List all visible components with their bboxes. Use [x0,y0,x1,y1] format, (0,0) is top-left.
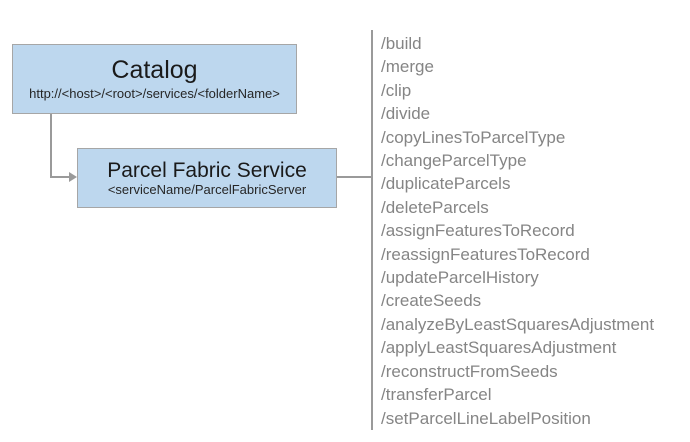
connector-catalog-vertical [50,114,52,178]
operation-item[interactable]: /reconstructFromSeeds [381,361,558,381]
operation-item[interactable]: /build [381,34,422,53]
operation-item[interactable]: /deleteParcels [381,197,489,217]
arrow-head-icon [69,172,77,182]
operation-item[interactable]: /merge [381,57,434,77]
node-catalog[interactable]: Catalog http://<host>/<root>/services/<f… [12,44,297,114]
node-parcel-fabric-service[interactable]: Parcel Fabric Service <serviceName/Parce… [77,148,337,208]
node-service-path: <serviceName/ParcelFabricServer [107,181,307,197]
connector-service-to-operations [337,176,372,178]
connector-catalog-horizontal [50,176,72,178]
operation-item[interactable]: /createSeeds [381,291,482,311]
operations-list: /build/merge/clip/divide/copyLinesToParc… [381,32,681,430]
node-service-title: Parcel Fabric Service [107,158,307,182]
operation-item[interactable]: /updateParcelHistory [381,268,539,288]
operation-item[interactable]: /transferParcel [381,385,492,405]
operation-item[interactable]: /applyLeastSquaresAdjustment [381,338,617,358]
operation-item[interactable]: /setParcelLineLabelPosition [381,408,591,428]
operation-item[interactable]: /divide [381,104,431,124]
operation-item[interactable]: /changeParcelType [381,151,527,171]
operations-list-divider [371,30,373,430]
operation-item[interactable]: /duplicateParcels [381,174,511,194]
operation-item[interactable]: /clip [381,80,412,100]
node-catalog-title: Catalog [111,56,198,85]
operation-item[interactable]: /reassignFeaturesToRecord [381,244,590,264]
operation-item[interactable]: /analyzeByLeastSquaresAdjustment [381,314,655,334]
operation-item[interactable]: /copyLinesToParcelType [381,127,566,147]
operation-item[interactable]: /assignFeaturesToRecord [381,221,575,241]
node-catalog-url: http://<host>/<root>/services/<folderNam… [29,85,280,101]
